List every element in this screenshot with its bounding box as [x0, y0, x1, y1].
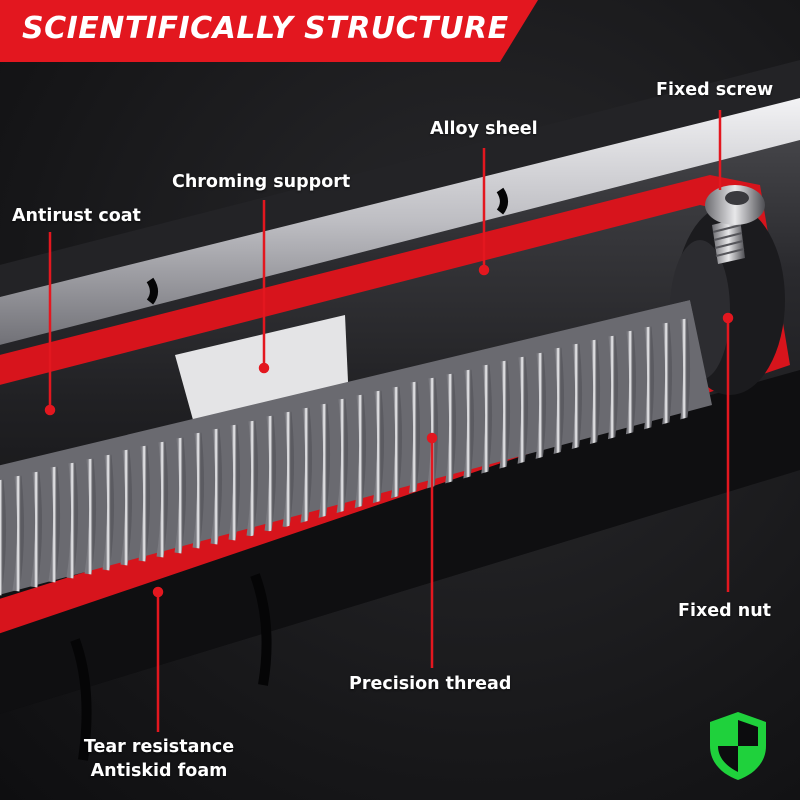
fixed-screw-part — [705, 185, 765, 264]
label-precision-thread: Precision thread — [349, 674, 512, 694]
precision-thread-rod — [0, 300, 712, 600]
title-banner — [0, 0, 538, 62]
label-tear-resistance: Tear resistance — [83, 737, 235, 757]
label-foam-group: Tear resistance Antiskid foam — [78, 735, 240, 783]
page-title: SCIENTIFICALLY STRUCTURE — [22, 11, 509, 46]
label-alloy-shell: Alloy sheel — [430, 119, 538, 139]
label-chroming-support: Chroming support — [172, 172, 351, 192]
label-fixed-screw: Fixed screw — [656, 80, 774, 100]
label-antiskid-foam: Antiskid foam — [90, 761, 228, 781]
label-fixed-nut: Fixed nut — [678, 601, 772, 621]
callout-lines — [44, 110, 734, 732]
label-antirust-coat: Antirust coat — [12, 206, 141, 226]
shield-icon — [710, 712, 766, 780]
